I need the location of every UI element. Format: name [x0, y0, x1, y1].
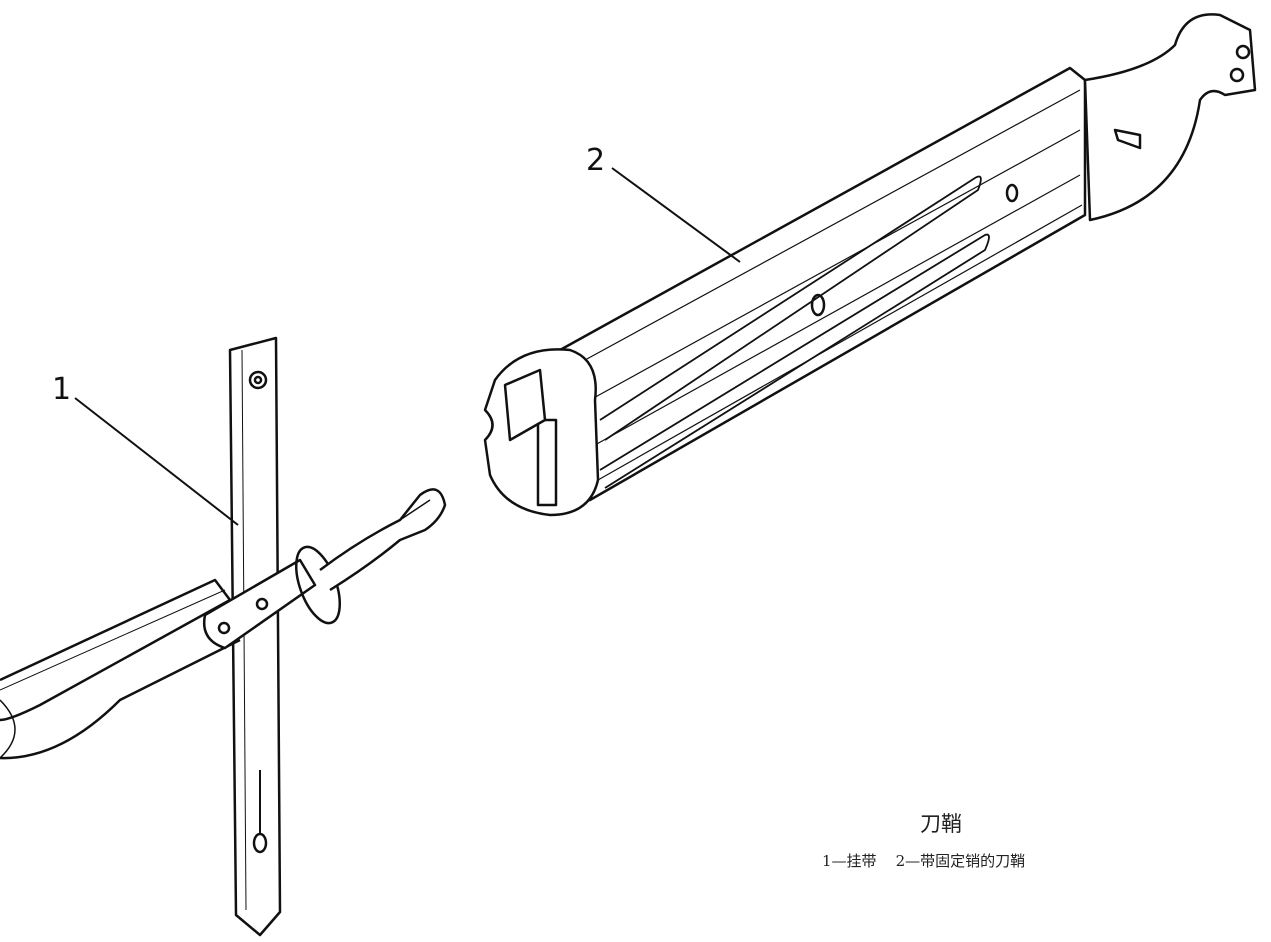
scabbard: [483, 13, 1257, 517]
part-label-2: 2: [586, 143, 606, 178]
figure-title: 刀鞘: [920, 812, 962, 836]
figure-legend: 1—挂带 2—带固定销的刀鞘: [822, 852, 1026, 870]
part-label-1: 1: [52, 372, 72, 407]
belt-strap: [0, 488, 447, 760]
hanging-strap: [74, 336, 282, 937]
